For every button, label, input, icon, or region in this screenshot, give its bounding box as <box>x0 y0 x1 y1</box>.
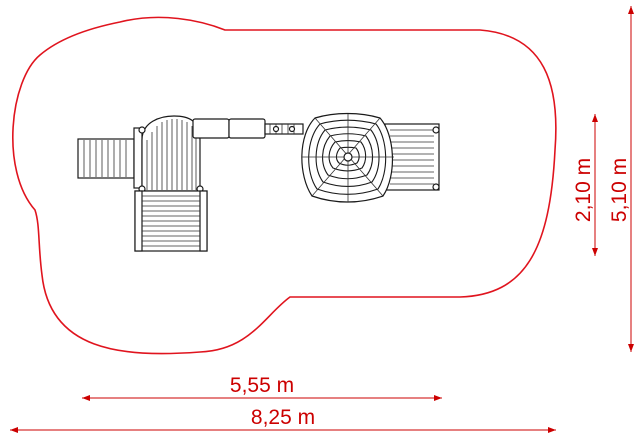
left-slide <box>77 138 135 179</box>
right-play-tower <box>301 112 440 203</box>
connecting-bridge <box>192 118 304 139</box>
inner-width-label: 5,55 m <box>230 374 294 397</box>
dimension-inner-width: 5,55 m <box>82 374 442 401</box>
dimension-inner-depth: 2,10 m <box>572 114 598 256</box>
left-round-platform <box>138 115 204 193</box>
safety-zone-outline <box>12 16 557 355</box>
left-side-panel <box>133 127 143 189</box>
left-play-tower <box>77 115 208 252</box>
outer-depth-label: 5,10 m <box>608 158 631 222</box>
left-staircase <box>134 190 208 252</box>
right-roof-top <box>301 112 394 203</box>
dimension-outer-depth: 5,10 m <box>608 6 634 352</box>
inner-depth-label: 2,10 m <box>572 158 595 222</box>
dimension-outer-width: 8,25 m <box>10 406 556 433</box>
outer-width-label: 8,25 m <box>251 406 315 429</box>
